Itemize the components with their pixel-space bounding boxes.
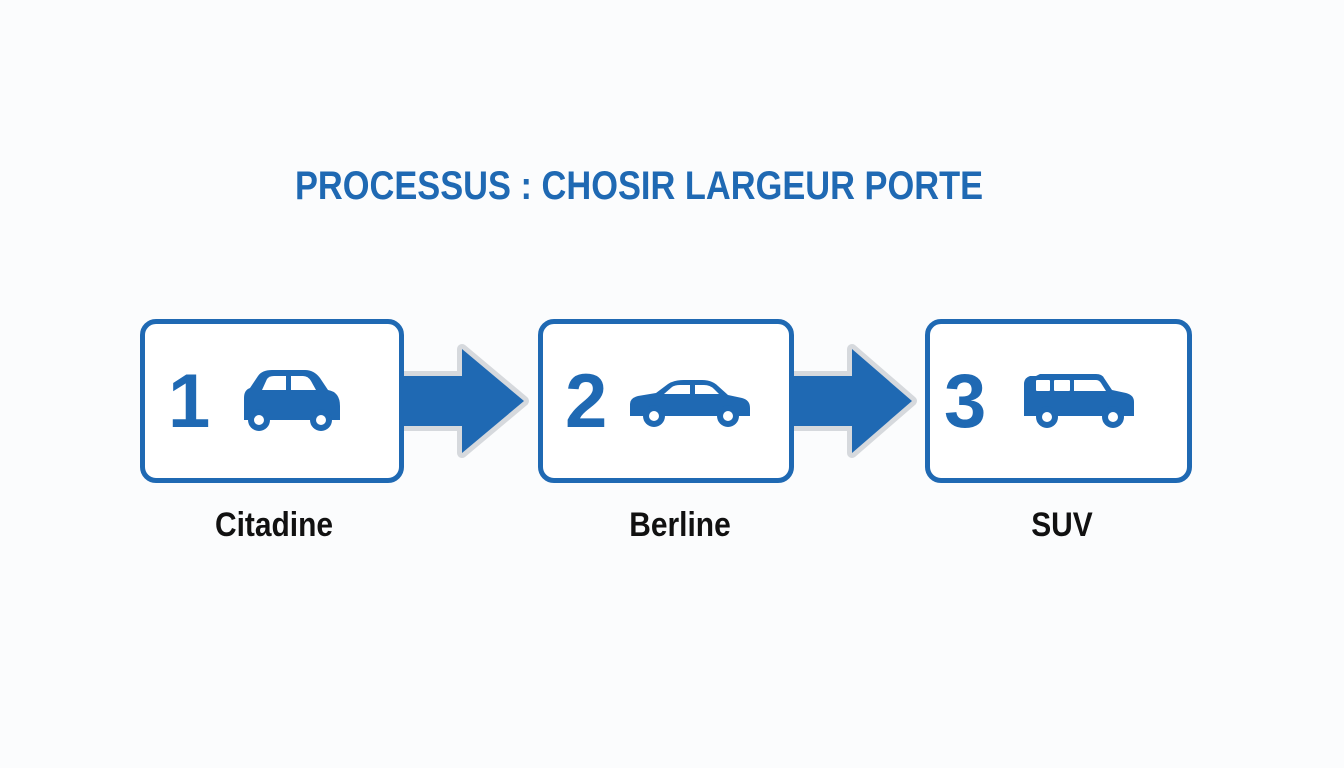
step-label-1: Citadine	[214, 506, 334, 544]
step-number-2: 2	[565, 359, 608, 444]
step-box-1	[140, 319, 404, 483]
arrow-right-icon	[395, 344, 529, 458]
arrow-right-icon	[785, 344, 917, 458]
step-number-3: 3	[944, 359, 987, 444]
step-label-3: SUV	[1031, 506, 1093, 544]
step-label-2: Berline	[629, 506, 731, 544]
step-number-1: 1	[168, 359, 211, 444]
diagram-title: PROCESSUS : CHOSIR LARGEUR PORTE	[294, 164, 984, 208]
